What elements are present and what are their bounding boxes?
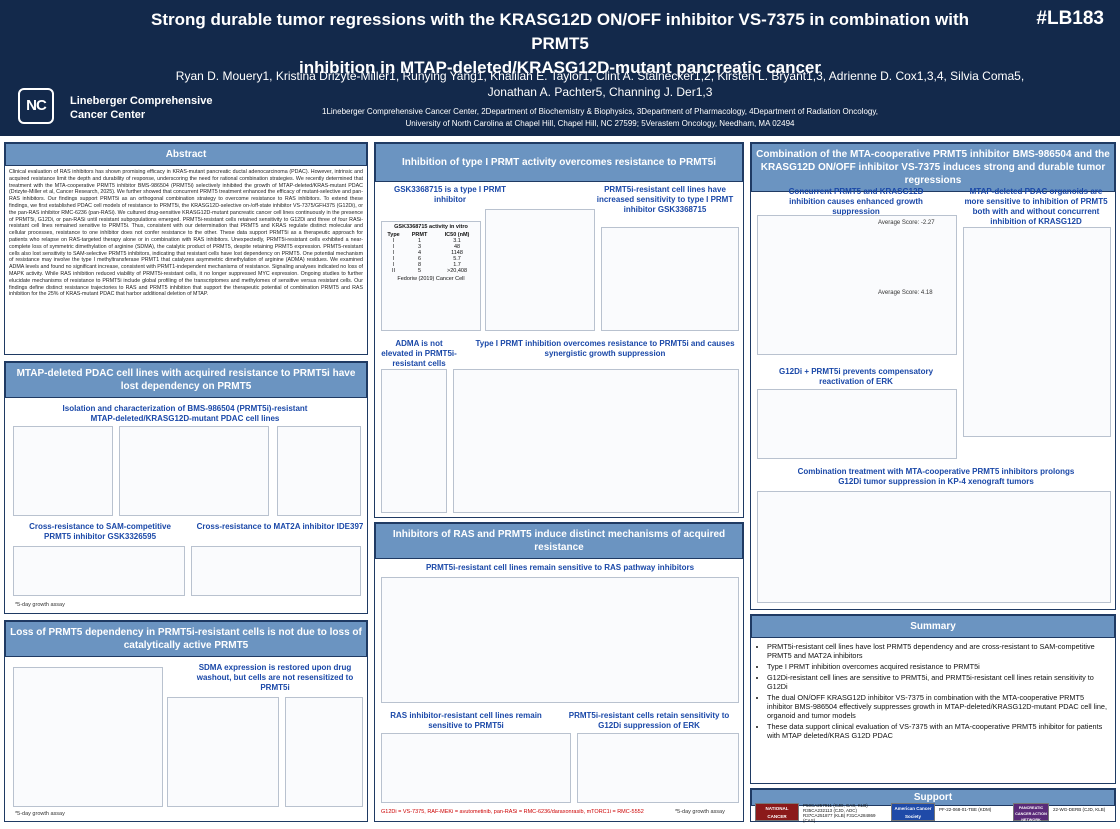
synergy-score: Average Score: -2.27 (878, 220, 935, 226)
abbreviations-footnote: G12Di = VS-7375, RAF-MEKi = avutometinib… (381, 809, 644, 815)
author-list: Ryan D. Mouery1, Kristina Drizyte-Miller… (175, 69, 1025, 99)
list-item: These data support clinical evaluation o… (767, 722, 1109, 740)
subsection-title: MTAP-deleted PDAC organoids are more sen… (964, 187, 1108, 226)
synergy-plots: Average Score: -2.27 Average Score: 4.18 (757, 215, 957, 355)
table-citation: Fedoriw (2019) Cancer Cell (397, 276, 465, 282)
footnote: *5-day growth assay (675, 809, 725, 815)
poster-id: #LB183 (1036, 8, 1104, 29)
subsection-title: PRMT5i-resistant cells retain sensitivit… (568, 711, 730, 730)
affiliations: 1Lineberger Comprehensive Cancer Center,… (322, 107, 878, 128)
subsection-title: GSK3368715 is a type I PRMT inhibitor (393, 185, 507, 204)
grant-list: 22-WG-DERB (CJD, KLB) (1053, 807, 1106, 812)
section-title: Loss of PRMT5 dependency in PRMT5i-resis… (5, 621, 367, 657)
acs-logo: American Cancer Society (891, 803, 935, 821)
synergy-heatmaps (453, 369, 739, 513)
organoid-plots (963, 227, 1111, 437)
section-mtap-resistance: MTAP-deleted PDAC cell lines with acquir… (4, 361, 368, 614)
section-type1-prmt: Inhibition of type I PRMT activity overc… (374, 142, 744, 518)
section-title: MTAP-deleted PDAC cell lines with acquir… (5, 362, 367, 398)
synergy-score: Average Score: 4.18 (878, 290, 933, 296)
section-ras-prmt5: Inhibitors of RAS and PRMT5 induce disti… (374, 522, 744, 822)
dose-response-plot (601, 227, 739, 331)
western-blot (167, 697, 279, 807)
section-title: Inhibition of type I PRMT activity overc… (375, 143, 743, 182)
subsection-title: Cross-resistance to MAT2A inhibitor IDE3… (196, 522, 364, 531)
section-combination: Combination of the MTA-cooperative PRMT5… (750, 142, 1116, 610)
dose-response-plot (191, 546, 361, 596)
dose-response-plot (381, 577, 739, 703)
table-header: PRMT (411, 232, 428, 238)
resistance-schematic (13, 426, 113, 516)
list-item: The dual ON/OFF KRASG12D inhibitor VS-73… (767, 693, 1109, 720)
summary-title: Summary (751, 615, 1115, 638)
xenograft-growth-curves (757, 491, 1111, 603)
subsection-title: Isolation and characterization of BMS-98… (62, 404, 308, 423)
subsection-title: Cross-resistance to SAM-competitive PRMT… (29, 522, 171, 541)
dose-response-plot (119, 426, 269, 516)
pancan-logo: PANCREATIC CANCER ACTION NETWORK (1013, 803, 1049, 822)
subsection-title: PRMT5i-resistant cell lines have increas… (596, 185, 734, 214)
abstract-section: Abstract Clinical evaluation of RAS inhi… (4, 142, 368, 355)
list-item: G12Di-resistant cell lines are sensitive… (767, 673, 1109, 691)
section-prmt5-dependency: Loss of PRMT5 dependency in PRMT5i-resis… (4, 620, 368, 822)
abstract-text: Clinical evaluation of RAS inhibitors ha… (9, 169, 363, 298)
lineberger-name: Lineberger Comprehensive Cancer Center (70, 95, 213, 121)
poster-title: Strong durable tumor regressions with th… (151, 10, 969, 77)
western-blot (381, 369, 447, 513)
nci-logo: NATIONAL CANCER INSTITUTE (755, 803, 799, 827)
section-title: Inhibitors of RAS and PRMT5 induce disti… (375, 523, 743, 559)
grant-list: PF-22-068-01-TBE (KDM) (939, 807, 992, 812)
section-title: Combination of the MTA-cooperative PRMT5… (751, 143, 1115, 192)
table-header: IC50 (nM) (444, 232, 470, 238)
subsection-title: SDMA expression is restored upon drug wa… (196, 663, 354, 692)
subsection-title: Type I PRMT inhibition overcomes resista… (475, 339, 735, 358)
dose-response-plot (13, 546, 185, 596)
table-title: GSK3368715 activity in vitro (394, 224, 468, 230)
dose-response-plot (13, 667, 163, 807)
western-blot (285, 697, 363, 807)
subsection-title: Combination treatment with MTA-cooperati… (797, 467, 1075, 486)
list-item: Type I PRMT inhibition overcomes acquire… (767, 662, 1109, 671)
western-blot (577, 733, 739, 803)
subsection-title: PRMT5i-resistant cell lines remain sensi… (425, 563, 695, 572)
subsection-title: ADMA is not elevated in PRMT5i-resistant… (381, 339, 457, 368)
summary-list: PRMT5i-resistant cell lines have lost PR… (751, 638, 1115, 744)
dose-response-plot (381, 733, 571, 803)
footnote: *5-day growth assay (15, 811, 65, 817)
table-header: Type (387, 232, 400, 238)
subsection-title: G12Di + PRMT5i prevents compensatory rea… (778, 367, 934, 386)
list-item: PRMT5i-resistant cell lines have lost PR… (767, 642, 1109, 660)
western-blot (757, 389, 957, 459)
subsection-title: Concurrent PRMT5 and KRASG12D inhibition… (788, 187, 924, 216)
unc-logo-icon: NC (18, 88, 54, 124)
abstract-title: Abstract (5, 143, 367, 166)
grant-list: P50CA257911 (CJD, CAS, KLB) R35CA232113 … (803, 803, 876, 823)
poster-header: Strong durable tumor regressions with th… (0, 0, 1120, 136)
western-blot (277, 426, 361, 516)
support-section: Support NATIONAL CANCER INSTITUTE P50CA2… (750, 788, 1116, 827)
methylation-diagram (485, 209, 595, 331)
summary-section: Summary PRMT5i-resistant cell lines have… (750, 614, 1116, 784)
footnote: *5-day growth assay (15, 602, 65, 608)
subsection-title: RAS inhibitor-resistant cell lines remai… (390, 711, 542, 730)
ic50-table: GSK3368715 activity in vitro Type PRMT I… (381, 221, 481, 331)
